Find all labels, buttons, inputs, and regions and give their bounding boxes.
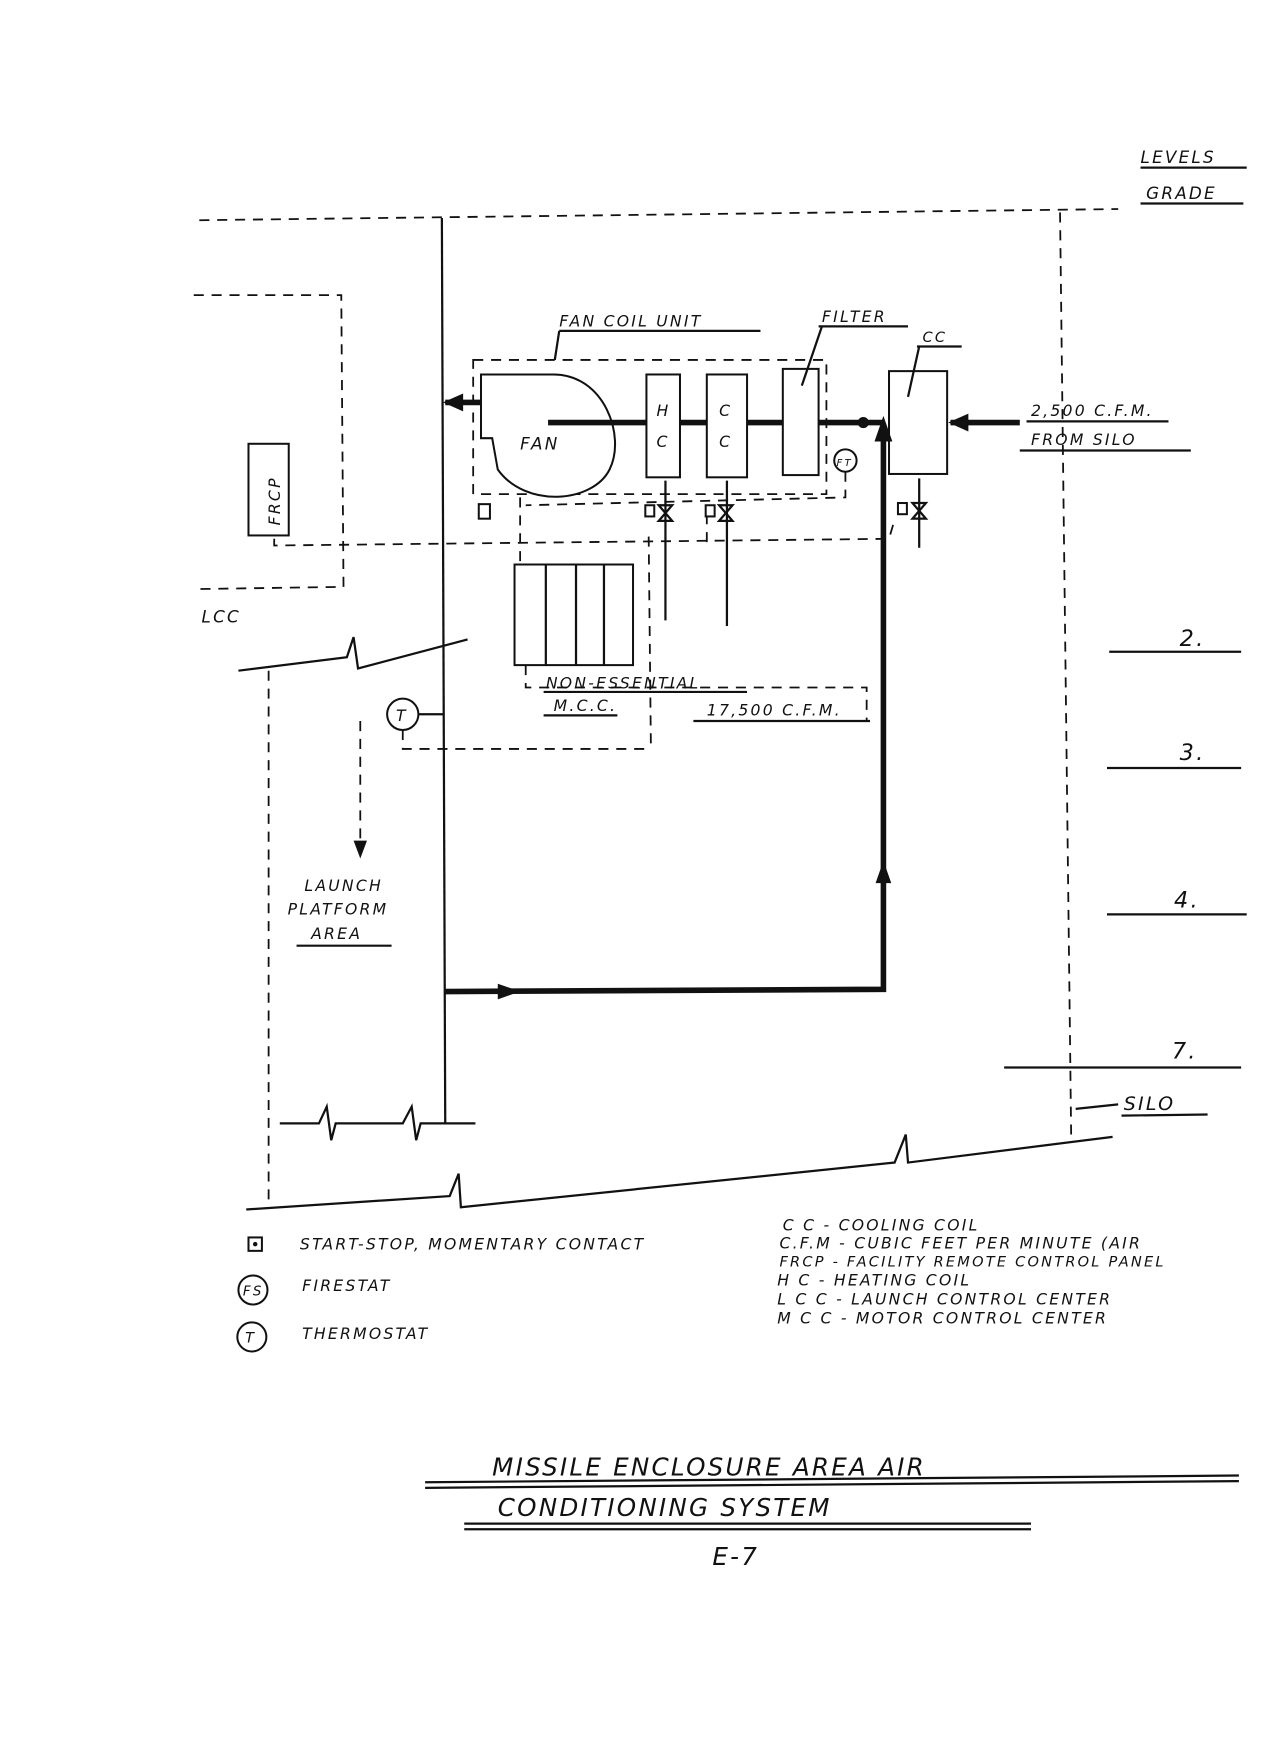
enclosure-wall-left [440, 217, 447, 1124]
return-duct [445, 435, 887, 995]
cc-label-c1: C [719, 401, 732, 420]
mcc-line1: NON-ESSENTIAL [546, 674, 701, 693]
non-essential-mcc [513, 563, 635, 667]
return-cfm-label: 17,500 C.F.M. [707, 700, 842, 719]
abbr-mcc: M C C - MOTOR CONTROL CENTER [777, 1309, 1108, 1328]
cc-label-c2: C [719, 432, 732, 451]
filter-label: FILTER [822, 307, 887, 326]
fan-coil-unit-outline [472, 359, 828, 495]
legend-start-stop: START-STOP, MOMENTARY CONTACT [300, 1235, 645, 1254]
thermostat-label: T [396, 706, 408, 725]
abbr-cfm: C.F.M - CUBIC FEET PER MINUTE (AIR [779, 1234, 1142, 1253]
levels-header: LEVELS [1141, 147, 1216, 167]
abbr-cc: C C - COOLING COIL [783, 1216, 980, 1235]
lcc-outline [193, 294, 345, 590]
filter [781, 367, 820, 477]
lcc-label: LCC [202, 607, 241, 627]
abbr-hc: H C - HEATING COIL [777, 1271, 971, 1290]
mcc-line2: M.C.C. [554, 696, 618, 715]
control-wiring [273, 471, 921, 750]
legend-t-symbol: T [245, 1331, 256, 1347]
break-line-lower [279, 1102, 476, 1141]
fan-coil-unit-label: FAN COIL UNIT [559, 311, 702, 330]
level-7: 7. [1172, 1039, 1198, 1065]
cc-label: CC [923, 330, 948, 346]
figure-number: E-7 [712, 1542, 759, 1571]
legend-thermostat: THERMOSTAT [302, 1324, 429, 1343]
heating-coil [645, 373, 681, 479]
ft-label: FT [836, 458, 852, 469]
level-3: 3. [1180, 740, 1206, 766]
abbreviation-legend: C C - COOLING COIL C.F.M - CUBIC FEET PE… [777, 1216, 1165, 1328]
abbr-frcp: FRCP - FACILITY REMOTE CONTROL PANEL [779, 1255, 1165, 1271]
abbr-lcc: L C C - LAUNCH CONTROL CENTER [777, 1290, 1112, 1309]
legend-firestat: FIRESTAT [302, 1276, 391, 1295]
fan-label: FAN [520, 433, 559, 453]
hc-label-h: H [657, 401, 671, 420]
level-2: 2. [1180, 626, 1206, 652]
break-line-base [246, 1134, 1113, 1211]
valve-icons [644, 501, 929, 523]
silo-cfm-label: 2,500 C.F.M. [1031, 401, 1154, 420]
hc-label-c: C [657, 432, 670, 451]
legend-fs-symbol: FS [243, 1285, 264, 1300]
frcp-label: FRCP [265, 476, 284, 525]
fan-housing [479, 373, 617, 498]
title-line1: MISSILE ENCLOSURE AREA AIR [492, 1453, 926, 1482]
silo-leader [1075, 1103, 1119, 1111]
level-markers: 2. 3. 4. 7. [1004, 626, 1247, 1069]
frcp-panel [247, 442, 290, 537]
launch-label-1: LAUNCH [304, 876, 383, 895]
enclosure-wall-right [1059, 212, 1073, 1141]
silo-cooling-coil [888, 370, 949, 475]
cooling-coil [705, 373, 749, 479]
thermostat-legend-icon [236, 1321, 268, 1353]
silo-label: SILO [1124, 1093, 1176, 1115]
launch-label-2: PLATFORM [288, 899, 389, 918]
title-line2: CONDITIONING SYSTEM [498, 1493, 832, 1522]
level-4: 4. [1174, 888, 1200, 914]
break-line-upper [238, 636, 468, 672]
firestat-legend-icon [237, 1274, 269, 1306]
start-stop-switch-icon [477, 503, 491, 520]
grade-label: GRADE [1146, 183, 1217, 203]
symbol-legend: START-STOP, MOMENTARY CONTACT FS FIRESTA… [236, 1235, 645, 1353]
from-silo-label: FROM SILO [1031, 430, 1137, 449]
supply-arrow [442, 393, 464, 412]
grade-line [199, 208, 1119, 222]
launch-label-3: AREA [310, 924, 362, 943]
